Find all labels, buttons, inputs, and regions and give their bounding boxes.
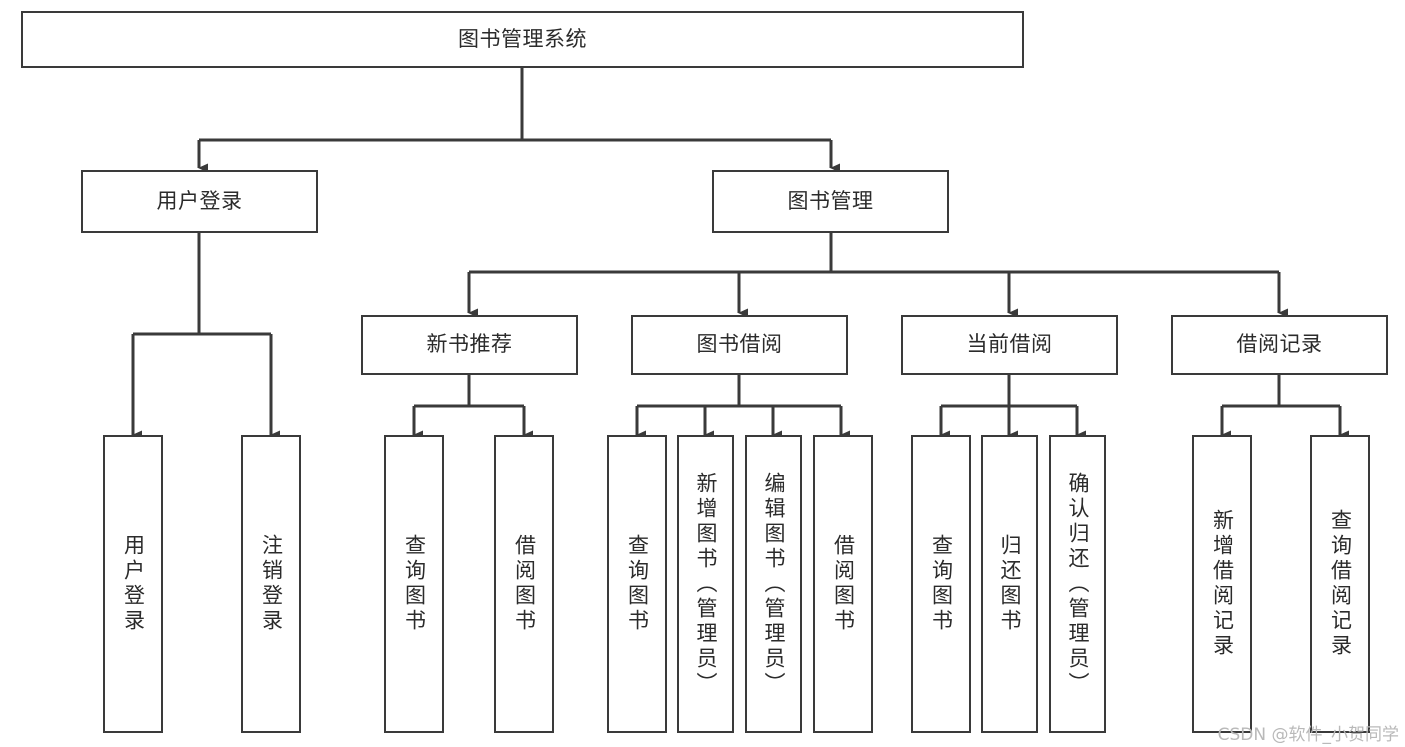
node-leaf-borrow-book-2-label: 借阅图书 [831,534,856,634]
node-leaf-confirm-return[interactable]: 确认归还（管理员） [1049,435,1106,733]
node-current-borrow[interactable]: 当前借阅 [901,315,1118,375]
node-user-login-label: 用户登录 [156,188,243,213]
node-leaf-query-book-1-label: 查询图书 [402,534,427,634]
node-current-borrow-label: 当前借阅 [966,332,1053,357]
node-leaf-borrow-book-2[interactable]: 借阅图书 [813,435,873,733]
node-leaf-add-book[interactable]: 新增图书（管理员） [677,435,734,733]
node-leaf-query-book-3-label: 查询图书 [929,534,954,634]
node-book-manage[interactable]: 图书管理 [712,170,949,233]
node-leaf-borrow-book-1[interactable]: 借阅图书 [494,435,554,733]
node-leaf-user-login-label: 用户登录 [121,534,146,634]
node-leaf-add-record-label: 新增借阅记录 [1210,509,1235,659]
node-leaf-query-book-3[interactable]: 查询图书 [911,435,971,733]
node-borrow-record-label: 借阅记录 [1236,332,1323,357]
node-book-borrow-label: 图书借阅 [696,332,783,357]
node-leaf-user-logout[interactable]: 注销登录 [241,435,301,733]
node-new-book-recommend-label: 新书推荐 [426,332,513,357]
node-leaf-return-book[interactable]: 归还图书 [981,435,1038,733]
node-book-manage-label: 图书管理 [787,188,874,213]
node-root[interactable]: 图书管理系统 [21,11,1024,68]
node-leaf-user-login[interactable]: 用户登录 [103,435,163,733]
node-leaf-edit-book-label: 编辑图书（管理员） [762,471,786,697]
node-root-label: 图书管理系统 [458,26,587,51]
node-leaf-add-record[interactable]: 新增借阅记录 [1192,435,1252,733]
node-book-borrow[interactable]: 图书借阅 [631,315,848,375]
node-borrow-record[interactable]: 借阅记录 [1171,315,1388,375]
node-leaf-edit-book[interactable]: 编辑图书（管理员） [745,435,802,733]
node-user-login[interactable]: 用户登录 [81,170,318,233]
node-new-book-recommend[interactable]: 新书推荐 [361,315,578,375]
node-leaf-add-book-label: 新增图书（管理员） [694,471,718,697]
node-leaf-query-record[interactable]: 查询借阅记录 [1310,435,1370,733]
node-leaf-return-book-label: 归还图书 [998,534,1022,634]
node-leaf-borrow-book-1-label: 借阅图书 [512,534,537,634]
node-leaf-query-book-2[interactable]: 查询图书 [607,435,667,733]
node-leaf-query-book-2-label: 查询图书 [625,534,650,634]
node-leaf-user-logout-label: 注销登录 [259,534,284,634]
node-leaf-query-record-label: 查询借阅记录 [1328,509,1353,659]
node-leaf-query-book-1[interactable]: 查询图书 [384,435,444,733]
node-leaf-confirm-return-label: 确认归还（管理员） [1066,471,1090,697]
